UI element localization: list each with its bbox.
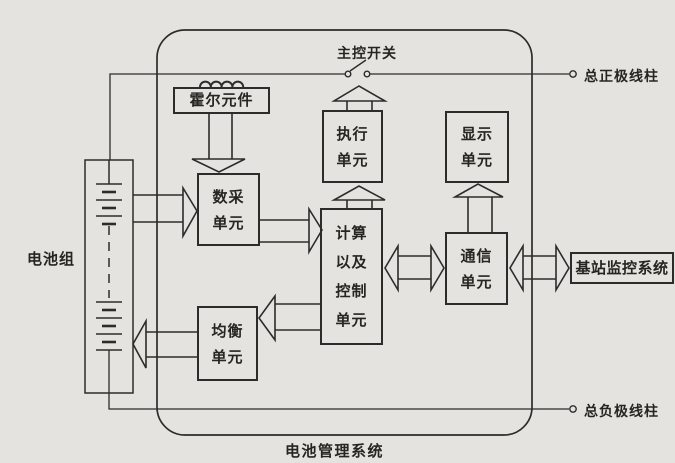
arrow-balance-to-battery [132, 317, 197, 369]
arrow-communication-basestation-bidirectional [509, 243, 570, 293]
battery-pack-label: 电池组 [27, 250, 76, 268]
main-switch-label: 主控开关 [337, 46, 397, 62]
execution-unit-label: 执行单元 [336, 124, 369, 169]
communication-unit-box: 通信单元 [445, 232, 508, 305]
acquisition-unit-label: 数采单元 [212, 187, 245, 232]
display-unit-box: 显示单元 [445, 111, 509, 183]
hall-sensor-label: 霍尔元件 [189, 91, 254, 109]
base-station-box: 基站监控系统 [570, 252, 674, 284]
compute-control-unit-label: 计算以及控制单元 [335, 223, 368, 329]
arrow-acquisition-to-compute [259, 206, 323, 255]
bms-caption: 电池管理系统 [285, 442, 385, 460]
arrow-communication-to-display [451, 183, 504, 232]
bms-boundary-box [156, 29, 533, 436]
arrow-compute-communication-bidirectional [384, 243, 445, 293]
positive-terminal-label: 总正极线柱 [584, 69, 659, 85]
arrow-execution-to-switch [331, 85, 388, 110]
positive-terminal-dot [569, 70, 577, 78]
positive-wire [109, 73, 569, 160]
negative-terminal-label: 总负极线柱 [584, 404, 659, 420]
hall-sensor-box: 霍尔元件 [173, 87, 270, 114]
balance-unit-label: 均衡单元 [211, 321, 244, 366]
execution-unit-box: 执行单元 [322, 110, 383, 183]
communication-unit-label: 通信单元 [460, 246, 493, 291]
balance-unit-box: 均衡单元 [197, 306, 258, 381]
arrow-hall-to-acquisition [191, 113, 246, 173]
compute-control-unit-box: 计算以及控制单元 [320, 208, 383, 345]
arrow-battery-to-acquisition [133, 185, 198, 240]
arrow-compute-to-balance [258, 293, 320, 343]
negative-terminal-dot [569, 405, 577, 413]
negative-wire [108, 350, 569, 410]
acquisition-unit-box: 数采单元 [197, 173, 260, 246]
arrow-compute-to-execution [330, 185, 386, 208]
display-unit-label: 显示单元 [460, 125, 493, 169]
base-station-label: 基站监控系统 [575, 258, 669, 277]
main-switch-icon [344, 59, 371, 78]
